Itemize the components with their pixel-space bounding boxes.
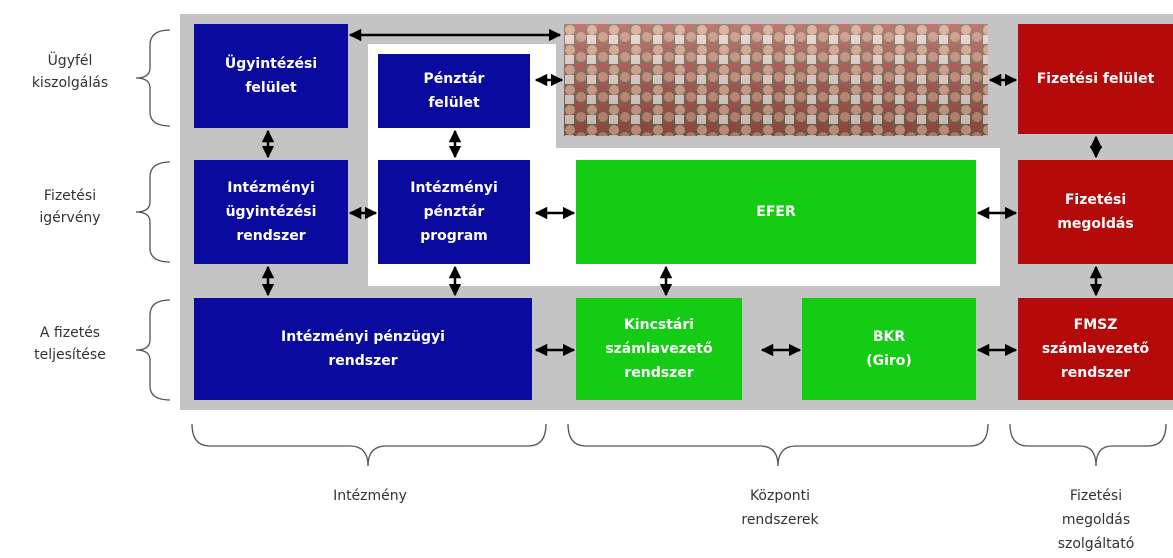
column-label-kozponti: Központi rendszerek (741, 488, 819, 528)
brace-row-1 (135, 29, 171, 127)
ugyintezesi-felulet-box: Ügyintézési felület (194, 24, 348, 128)
intezmenyi-ugyintezesi-box: Intézményi ügyintézési rendszer (194, 160, 348, 264)
row-label-payment-claim: Fizetési igérvény (39, 188, 101, 226)
brace-row-2 (135, 161, 171, 263)
row-label-customer-service: Ügyfél kiszolgálás (31, 53, 109, 91)
column-label-szolgaltato: Fizetési megoldás szolgáltató (1057, 488, 1135, 552)
brace-col-szolgaltato (1009, 423, 1167, 467)
brace-col-intezmeny (191, 423, 547, 467)
penztar-felulet-box: Pénztár felület (378, 54, 530, 128)
fmsz-box: FMSZ számlavezető rendszer (1018, 298, 1173, 400)
kincstari-box: Kincstári számlavezető rendszer (576, 298, 742, 400)
column-label-intezmeny: Intézmény (333, 488, 407, 504)
brace-row-3 (135, 299, 171, 401)
intezmenyi-penzugyi-box: Intézményi pénzügyi rendszer (194, 298, 532, 400)
crowd-image (564, 24, 988, 136)
fizetesi-felulet-box: Fizetési felület (1018, 24, 1173, 134)
efer-box: EFER (576, 160, 976, 264)
intezmenyi-penztar-box: Intézményi pénztár program (378, 160, 530, 264)
brace-col-kozponti (567, 423, 989, 467)
fizetesi-megoldas-box: Fizetési megoldás (1018, 160, 1173, 264)
row-label-payment-fulfillment: A fizetés teljesítése (34, 325, 106, 363)
bkr-box: BKR (Giro) (802, 298, 976, 400)
